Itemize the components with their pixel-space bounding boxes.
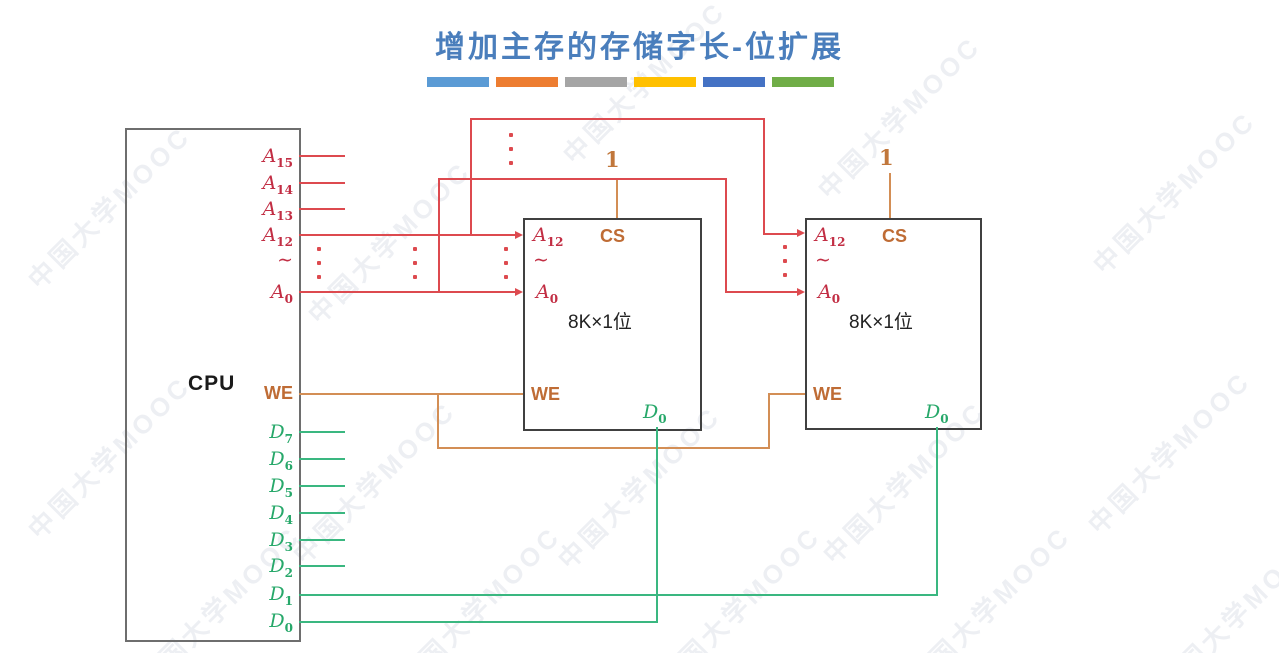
chip2-pin-a0: A0 — [818, 281, 841, 306]
wire-chip1-d0-drop — [656, 427, 658, 623]
cpu-pin-d6: D6 — [269, 448, 293, 473]
ellipsis-address-lines — [783, 245, 787, 287]
watermark: 中国大学MOOC — [1087, 105, 1262, 280]
cpu-pin-d3: D3 — [269, 529, 293, 554]
wire-we-branch-down — [437, 393, 439, 449]
cpu-pin-d5: D5 — [269, 475, 293, 500]
watermark: 中国大学MOOC — [652, 520, 827, 653]
wire-d2-stub — [299, 565, 345, 567]
wire-a15-stub — [299, 155, 345, 157]
cpu-pin-a14: A14 — [262, 172, 293, 197]
chip1-capacity: 8K×1位 — [568, 312, 632, 333]
watermark: 中国大学MOOC — [392, 520, 567, 653]
chip1-range-tilde: ∼ — [533, 249, 549, 271]
wire-a14-stub — [299, 182, 345, 184]
arrowhead-chip2-a12 — [797, 229, 805, 237]
cpu-pin-a15: A15 — [262, 145, 293, 170]
wire-we-into-chip2 — [768, 393, 805, 395]
arrowhead-chip2-a0 — [797, 288, 805, 296]
wire-we-branch-up — [768, 393, 770, 449]
memory-chip-2 — [805, 218, 982, 430]
bar-blue — [427, 77, 489, 87]
chip1-pin-a12: A12 — [533, 224, 564, 249]
wire-chip2-d0-drop — [936, 427, 938, 596]
chip2-cs-constant: 1 — [879, 145, 894, 170]
cpu-pin-a0: A0 — [270, 281, 293, 306]
cpu-pin-a12: A12 — [262, 224, 293, 249]
wire-a0-drop-chip2 — [725, 178, 727, 293]
wire-a0-riser — [438, 178, 440, 293]
wire-d1-to-chip2 — [299, 594, 938, 596]
bar-yellow — [634, 77, 696, 87]
chip2-range-tilde: ∼ — [815, 249, 831, 271]
chip1-pin-cs: CS — [600, 226, 626, 246]
wire-d3-stub — [299, 539, 345, 541]
bar-darkblue — [703, 77, 765, 87]
wire-a12-cpu-to-chip1 — [299, 234, 516, 236]
chip2-pin-a12: A12 — [815, 224, 846, 249]
wire-d7-stub — [299, 431, 345, 433]
page-title: 增加主存的存储字长-位扩展 — [435, 31, 844, 64]
wire-d5-stub — [299, 485, 345, 487]
arrowhead-chip1-a12 — [515, 231, 523, 239]
chip2-pin-we: WE — [813, 384, 842, 404]
wire-a13-stub — [299, 208, 345, 210]
chip1-pin-we: WE — [531, 384, 560, 404]
wire-d6-stub — [299, 458, 345, 460]
title-underline-bars — [427, 77, 841, 87]
wire-a0-into-chip2 — [725, 291, 797, 293]
wire-a12-riser — [470, 118, 472, 236]
cpu-pin-d1: D1 — [269, 583, 293, 608]
cpu-pin-d4: D4 — [269, 502, 293, 527]
wire-d4-stub — [299, 512, 345, 514]
chip1-pin-a0: A0 — [536, 281, 559, 306]
chip2-pin-d0: D0 — [925, 401, 949, 426]
arrowhead-chip1-a0 — [515, 288, 523, 296]
chip1-cs-constant: 1 — [605, 147, 620, 172]
cpu-pin-d2: D2 — [269, 555, 293, 580]
watermark: 中国大学MOOC — [902, 520, 1077, 653]
wire-d0-to-chip1 — [299, 621, 658, 623]
wire-cs2-constant — [889, 173, 891, 218]
wire-we-cpu-to-chip1 — [299, 393, 523, 395]
watermark: 中国大学MOOC — [1152, 525, 1279, 653]
cpu-box — [125, 128, 301, 642]
wire-a0-cpu-to-chip1 — [299, 291, 516, 293]
chip2-pin-cs: CS — [882, 226, 908, 246]
bar-gray — [565, 77, 627, 87]
wire-a12-into-chip2 — [763, 233, 797, 235]
cpu-pin-d0: D0 — [269, 610, 293, 635]
ellipsis-address-bus — [509, 133, 513, 175]
bar-green — [772, 77, 834, 87]
watermark: 中国大学MOOC — [1082, 365, 1257, 540]
chip1-pin-d0: D0 — [643, 401, 667, 426]
chip2-capacity: 8K×1位 — [849, 312, 913, 333]
cpu-pin-range-tilde: ∼ — [277, 249, 293, 271]
cpu-pin-a13: A13 — [262, 198, 293, 223]
bar-orange — [496, 77, 558, 87]
ellipsis-address-lines — [413, 247, 417, 289]
wire-cs1-constant — [616, 180, 618, 218]
wire-a0-upper-bus — [438, 178, 727, 180]
wire-we-under-chip1 — [437, 447, 770, 449]
ellipsis-address-lines — [504, 247, 508, 289]
wire-a12-drop-chip2 — [763, 118, 765, 235]
memory-chip-1 — [523, 218, 702, 431]
wire-a12-top-bus — [470, 118, 765, 120]
ellipsis-address-lines — [317, 247, 321, 289]
cpu-pin-we: WE — [264, 383, 293, 403]
cpu-label: CPU — [188, 372, 236, 395]
cpu-pin-d7: D7 — [269, 421, 293, 446]
